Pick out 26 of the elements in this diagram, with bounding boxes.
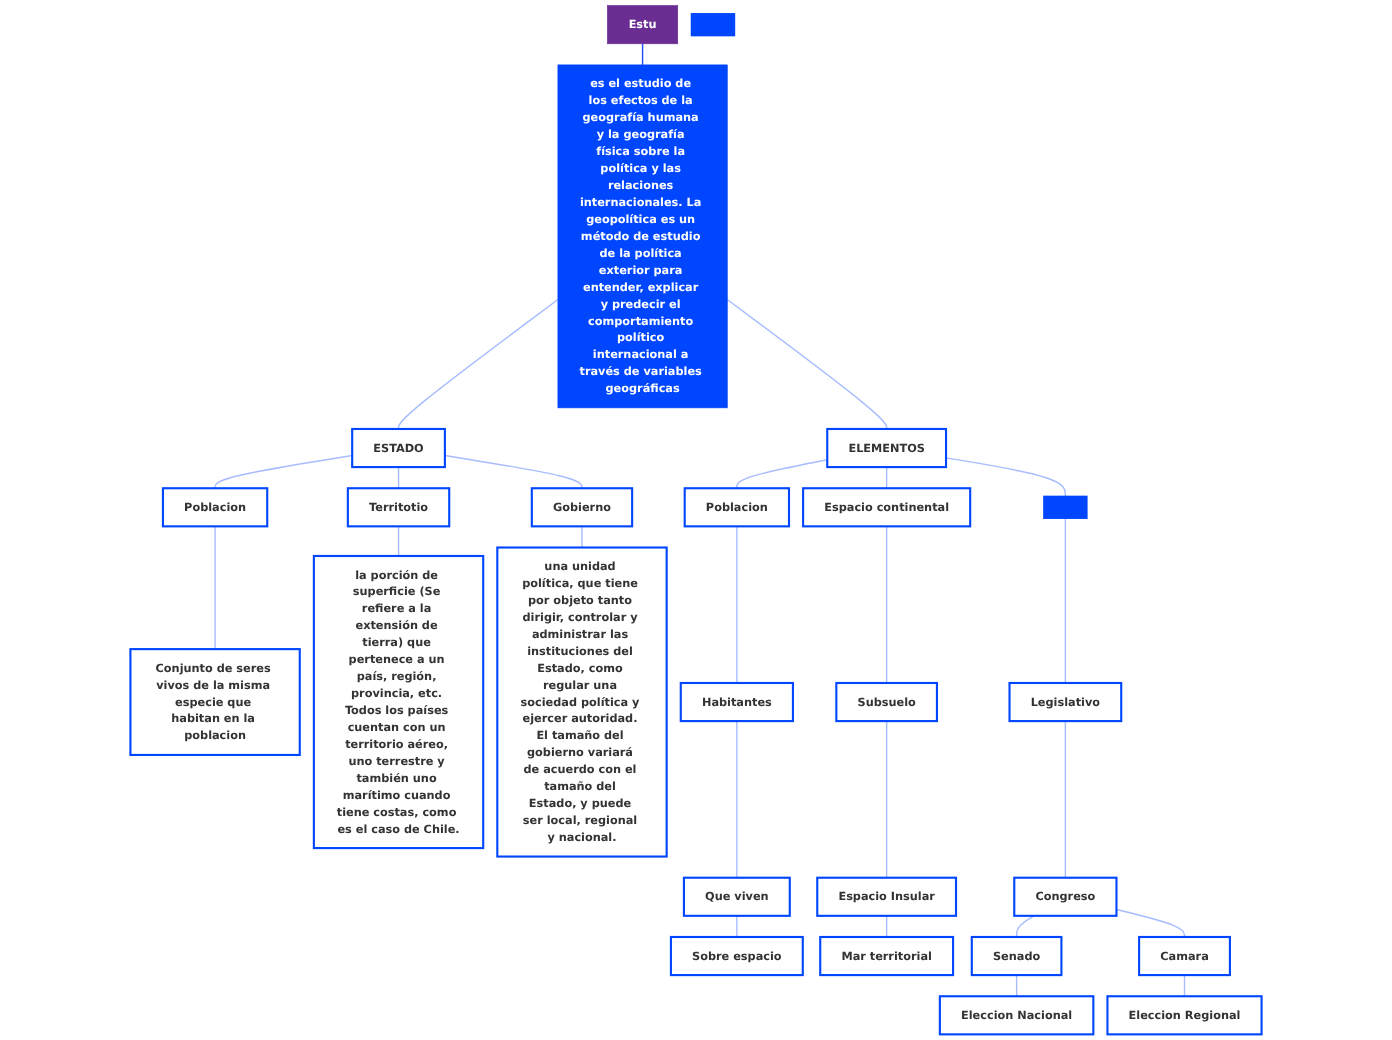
connector <box>1064 720 1067 879</box>
connector <box>397 298 559 430</box>
connector <box>444 454 583 489</box>
connector <box>736 525 738 684</box>
connector <box>885 720 888 879</box>
connector <box>885 525 888 684</box>
connector <box>397 525 400 557</box>
connector <box>885 915 888 938</box>
node-bar <box>690 13 736 37</box>
connector <box>885 466 888 489</box>
connector <box>1115 908 1186 938</box>
connector <box>1015 915 1035 938</box>
connector <box>736 459 828 489</box>
connector <box>726 298 888 430</box>
connector <box>397 466 400 489</box>
connector <box>1064 517 1067 684</box>
connector <box>1015 974 1018 997</box>
connector <box>214 454 353 489</box>
connector <box>736 720 738 879</box>
connector <box>736 915 738 938</box>
connector <box>1183 974 1186 997</box>
connector <box>214 525 216 650</box>
connector <box>581 525 583 549</box>
connector <box>945 457 1067 498</box>
connector <box>641 43 644 66</box>
node-bar <box>1043 495 1088 519</box>
